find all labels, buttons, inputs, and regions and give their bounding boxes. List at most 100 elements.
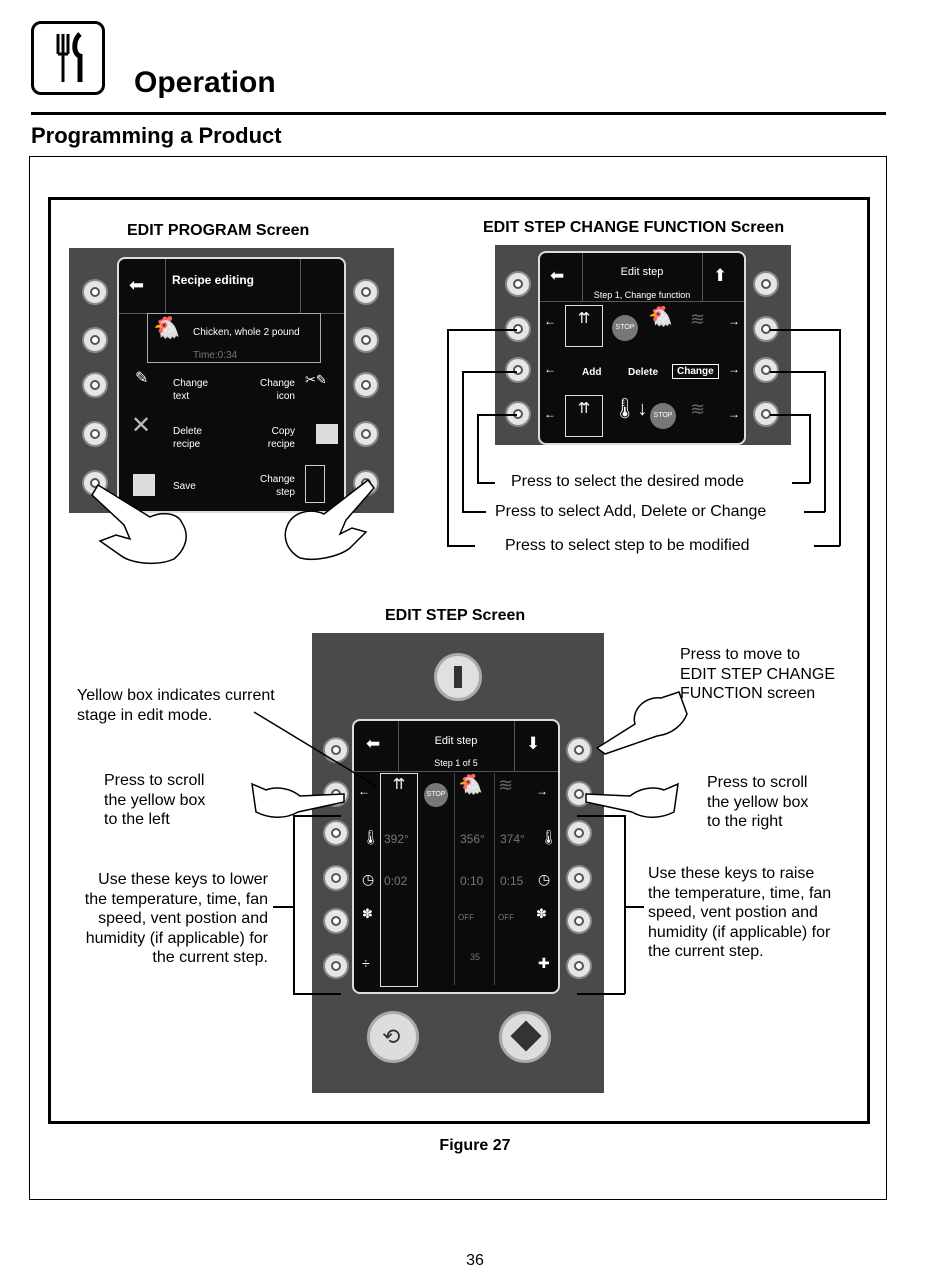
title-rule	[31, 112, 886, 115]
esc-right-key-3[interactable]	[753, 357, 779, 383]
step-counter: Step 1 of 5	[434, 758, 478, 768]
right-key-4[interactable]	[353, 421, 379, 447]
start-diamond-icon	[510, 1020, 542, 1052]
left-arrow-icon: ←	[358, 784, 370, 798]
temp-step-1: 392°	[384, 832, 409, 846]
left-key-2[interactable]	[82, 327, 108, 353]
stop-icon[interactable]: STOP	[612, 315, 638, 341]
edit-program-title: EDIT PROGRAM Screen	[127, 222, 310, 239]
power-icon	[454, 666, 462, 688]
cook-button[interactable]: ⟲	[367, 1011, 419, 1063]
left-arrow-icon: ←	[544, 362, 556, 376]
es-right-key-1[interactable]	[566, 737, 592, 763]
recipe-box	[147, 313, 321, 363]
save-label[interactable]: Save	[173, 481, 196, 492]
fork-knife-icon	[31, 21, 105, 95]
step-icon	[305, 465, 325, 503]
power-button[interactable]	[434, 653, 482, 701]
chicken-icon: 🐔	[458, 774, 483, 796]
stop-icon-2[interactable]: STOP	[650, 403, 676, 429]
back-arrow-icon[interactable]: ⬅	[129, 275, 145, 295]
recipe-editing-header: Recipe editing	[172, 273, 255, 287]
heat-waves-icon: ≋	[690, 309, 706, 329]
es-left-key-4[interactable]	[323, 865, 349, 891]
recipe-name: Chicken, whole 2 pound	[193, 327, 300, 338]
note-scroll-left: Press to scroll the yellow box to the le…	[104, 772, 206, 828]
left-key-3[interactable]	[82, 372, 108, 398]
fan-icon: ✽	[536, 906, 547, 921]
time-step-1: 0:02	[384, 874, 408, 888]
clock-icon: ◷	[362, 871, 375, 887]
right-arrow-icon: →	[728, 362, 740, 376]
vent-icon: ⇈	[392, 776, 406, 793]
edit-step-title: EDIT STEP Screen	[385, 607, 526, 624]
recipe-time: Time:0:34	[193, 350, 238, 361]
right-key-1[interactable]	[353, 279, 379, 305]
heat-waves-icon: ≋	[498, 775, 514, 795]
page-title: Operation	[134, 66, 276, 99]
esc-left-key-3[interactable]	[505, 357, 531, 383]
right-arrow-icon: →	[728, 407, 740, 421]
step-change-function-subheader: Step 1, Change function	[593, 290, 691, 300]
yellow-box-current-stage[interactable]: ⇈	[380, 773, 418, 987]
icons-icon: ✂✎	[305, 372, 327, 387]
mode-vent-icon[interactable]: ⇈	[565, 305, 603, 347]
add-option[interactable]: Add	[582, 367, 602, 378]
change-option[interactable]: Change	[672, 364, 719, 379]
fan-icon: ✽	[362, 906, 373, 921]
figure-caption: Figure 27	[439, 1137, 511, 1154]
note-add-delete-change: Press to select Add, Delete or Change	[495, 503, 767, 520]
back-arrow-icon[interactable]: ⬅	[366, 734, 381, 753]
note-move-to-change-function: Press to move to EDIT STEP CHANGE FUNCTI…	[680, 646, 835, 702]
copy-recipe-label[interactable]: Copy recipe	[267, 426, 295, 450]
back-arrow-icon[interactable]: ⬅	[550, 266, 565, 285]
figure-inner-frame	[48, 197, 870, 1124]
es-left-key-3[interactable]	[323, 820, 349, 846]
temp-step-3: 374°	[500, 832, 525, 846]
change-step-label[interactable]: Change step	[259, 474, 295, 498]
start-button[interactable]	[499, 1011, 551, 1063]
section-subtitle: Programming a Product	[31, 123, 282, 148]
down-arrow-icon[interactable]: ⬇	[526, 734, 541, 753]
pointing-hand-left-icon	[91, 483, 187, 565]
esc-right-key-1[interactable]	[753, 271, 779, 297]
edit-step-header: Edit step	[434, 735, 478, 747]
change-icon-label[interactable]: Change icon	[259, 378, 295, 402]
thermometer-icon: 🌡	[362, 829, 380, 845]
heat-waves-icon: ≋	[690, 399, 706, 419]
note-select-step: Press to select step to be modified	[505, 537, 750, 554]
delete-recipe-label[interactable]: Delete recipe	[173, 426, 202, 450]
es-right-key-4[interactable]	[566, 865, 592, 891]
esc-left-key-1[interactable]	[505, 271, 531, 297]
step-vent-icon[interactable]: ⇈	[565, 395, 603, 437]
right-key-2[interactable]	[353, 327, 379, 353]
es-left-key-5[interactable]	[323, 908, 349, 934]
left-key-1[interactable]	[82, 279, 108, 305]
up-arrow-icon[interactable]: ⬆	[713, 266, 728, 285]
right-arrow-icon: →	[728, 314, 740, 328]
es-right-key-6[interactable]	[566, 953, 592, 979]
temp-step-2: 356°	[460, 832, 485, 846]
figure-frame	[29, 156, 887, 1200]
change-text-label[interactable]: Change text	[173, 378, 209, 402]
chicken-icon: 🐔	[648, 306, 673, 328]
note-yellow-box: Yellow box indicates current stage in ed…	[77, 687, 275, 724]
right-key-3[interactable]	[353, 372, 379, 398]
thermometer-icon: 🌡↓	[612, 398, 648, 420]
minus-icon: ÷	[362, 955, 370, 971]
thermometer-icon: 🌡	[540, 829, 558, 845]
pointing-hand-left-scroll-icon	[251, 782, 345, 818]
es-right-key-3[interactable]	[566, 820, 592, 846]
es-right-key-5[interactable]	[566, 908, 592, 934]
clock-icon: ◷	[538, 871, 551, 887]
right-arrow-icon: →	[536, 784, 548, 798]
chicken-cycle-icon: ⟲	[382, 1024, 401, 1049]
delete-option[interactable]: Delete	[628, 367, 659, 378]
pointing-hand-right-icon	[284, 478, 375, 560]
left-key-4[interactable]	[82, 421, 108, 447]
edit-program-display: ⬅ Recipe editing 🐔 Chicken, whole 2 poun…	[117, 257, 346, 513]
es-left-key-6[interactable]	[323, 953, 349, 979]
pointing-hand-right-scroll-icon	[585, 782, 679, 818]
pointing-hand-top-right-icon	[595, 691, 688, 755]
stop-icon[interactable]: STOP	[424, 783, 448, 807]
